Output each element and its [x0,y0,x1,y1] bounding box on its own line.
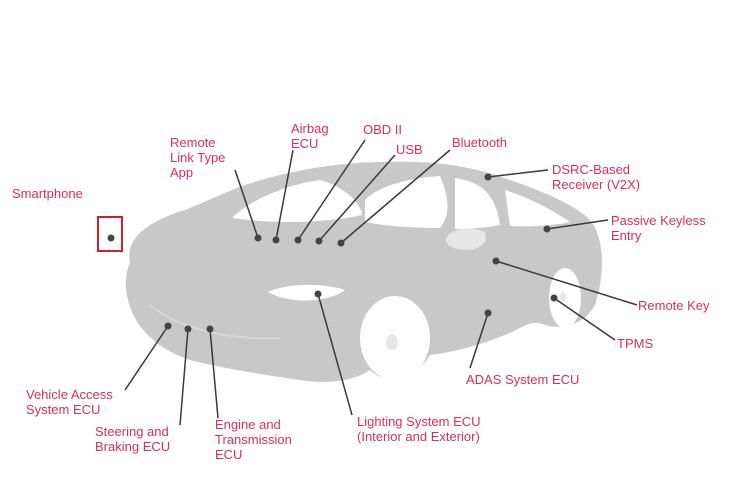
line-keyless [546,219,609,230]
label-smartphone: Smartphone [12,186,83,201]
dot-keyless [543,225,551,233]
dot-usb [315,237,323,245]
front-bumper-curve [149,304,281,340]
dot-remote-app [254,234,262,242]
dot-remote-key [492,257,500,265]
line-usb [318,154,396,242]
label-vehicle-access-ecu: Vehicle Access System ECU [26,387,113,417]
dot-engine [206,325,214,333]
dot-smartphone [107,234,115,242]
ecu-dots [107,173,558,333]
dot-airbag [272,236,280,244]
line-steering [179,328,189,426]
dot-adas [484,309,492,317]
line-remote-app [234,169,259,239]
label-remote-link-app: Remote Link Type App [170,135,226,180]
line-lighting [317,293,353,416]
label-airbag-ecu: Airbag ECU [291,121,329,151]
dot-steering [184,325,192,333]
side-window-rear [455,178,500,229]
label-obd-ii: OBD II [363,122,403,137]
smartphone-screen [100,219,120,249]
dot-tpms [550,294,558,302]
line-airbag [275,149,294,241]
headlight [268,284,345,301]
label-usb: USB [396,142,423,157]
windshield [232,180,362,222]
dot-vehicle-access [164,322,172,330]
label-tpms: TPMS [617,336,654,351]
rear-window [505,190,570,227]
dot-dsrc [484,173,492,181]
line-obd [297,139,366,241]
line-adas [469,312,489,369]
connector-lines [124,139,638,426]
side-window-front [365,176,448,228]
label-passive-keyless-entry: Passive Keyless Entry [611,213,706,243]
dot-bluetooth [337,239,345,247]
label-bluetooth: Bluetooth [452,135,507,150]
dot-lighting [314,290,322,298]
line-bluetooth [340,149,451,244]
dot-obd [294,236,302,244]
line-vehicle-access [124,325,169,391]
label-engine-transmission-ecu: Engine and Transmission ECU [215,417,292,462]
label-dsrc-receiver: DSRC-Based Receiver (V2X) [552,162,641,192]
rear-hub [560,292,566,302]
front-hub [386,334,398,350]
line-engine [209,328,219,419]
label-steering-braking-ecu: Steering and Braking ECU [95,424,171,454]
line-dsrc [487,169,549,178]
side-mirror [445,228,486,250]
label-lighting-system-ecu: Lighting System ECU (Interior and Exteri… [357,414,481,444]
smartphone-frame [97,216,123,252]
label-adas-ecu: ADAS System ECU [466,372,580,387]
label-remote-key: Remote Key [638,298,710,313]
line-tpms [553,297,616,341]
line-remote-key [495,260,638,306]
